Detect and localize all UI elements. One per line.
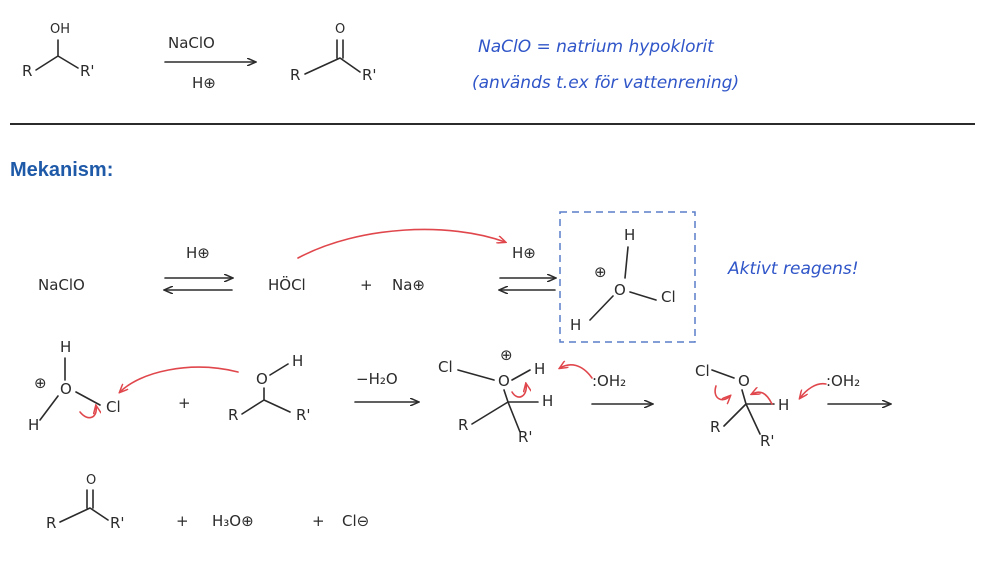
alcohol-r1-label: R' [80, 62, 95, 80]
row3-plus-1: + [176, 512, 189, 530]
ketone-o-label: O [335, 22, 345, 37]
final-ketone-r: R [46, 514, 56, 532]
water-1: :OH₂ [592, 372, 626, 390]
int1-h-on-o: H [534, 360, 545, 378]
ketone-bonds [304, 39, 361, 75]
int1-h-on-c: H [542, 392, 553, 410]
water-2: :OH₂ [826, 372, 860, 390]
int1-charge: ⊕ [500, 346, 513, 364]
alc-r1: R' [296, 406, 311, 424]
ketone-r1-label: R' [362, 66, 377, 84]
equilibrium-2-label: H⊕ [512, 244, 536, 262]
alc-h: H [292, 352, 303, 370]
intermediate-2: Cl O H R R' [695, 362, 789, 450]
alc-r: R [228, 406, 238, 424]
boxed-charge: ⊕ [594, 263, 607, 281]
equilibrium-arrow-1: H⊕ [165, 244, 232, 290]
naclo-reactant: NaClO [38, 276, 85, 294]
mechanism-heading: Mekanism: [10, 159, 113, 181]
r2-charge: ⊕ [34, 374, 47, 392]
alcohol-bonds [35, 39, 79, 71]
ketone-product: O R R' [290, 22, 377, 84]
naclo-usage-note: (används t.ex för vattenrening) [472, 73, 739, 93]
row3-plus-2: + [312, 512, 325, 530]
hocl-species: HÖCl [268, 275, 306, 294]
sodium-ion: Na⊕ [392, 276, 425, 294]
elimination-arrow [800, 382, 827, 398]
alcohol-row2: O H R R' [228, 352, 311, 424]
active-reagent-box: H ⊕ O Cl H [559, 211, 696, 343]
int2-o: O [738, 372, 750, 390]
water-base-1: :OH₂ [591, 372, 652, 404]
boxed-h-top: H [624, 226, 635, 244]
r2-o: O [60, 380, 72, 398]
boxed-cl: Cl [661, 288, 676, 306]
top-reaction-arrow: NaClO H⊕ [164, 34, 255, 92]
alcohol-oh-label: OH [50, 22, 70, 37]
boxed-o: O [614, 281, 626, 299]
boxed-h-left: H [570, 316, 581, 334]
int2-r1: R' [760, 432, 775, 450]
dehydration-arrow: −H₂O [354, 370, 418, 402]
int2-r: R [710, 418, 720, 436]
row2-plus: + [178, 394, 191, 412]
final-ketone: O R R' [46, 473, 125, 532]
alc-o: O [256, 370, 268, 388]
int1-o: O [498, 372, 510, 390]
starting-alcohol: OH R R' [22, 22, 95, 80]
protonation-arrow [297, 228, 505, 259]
water-base-2: :OH₂ [826, 372, 890, 404]
active-reagent-row2: H ⊕ O Cl H [28, 338, 121, 434]
top-arrow-catalyst: H⊕ [192, 74, 216, 92]
chloride-ion: Cl⊖ [342, 512, 369, 530]
alcohol-r-label: R [22, 62, 32, 80]
top-arrow-reagent: NaClO [168, 34, 215, 52]
final-ketone-r1: R' [110, 514, 125, 532]
int2-h-on-c: H [778, 396, 789, 414]
row1-plus: + [360, 276, 373, 294]
equilibrium-arrow-2: H⊕ [500, 244, 555, 290]
deprotonation-arrow [560, 365, 593, 379]
intermediate-1: Cl ⊕ O H H R R' [438, 346, 553, 446]
int1-r1: R' [518, 428, 533, 446]
r2-h-top: H [60, 338, 71, 356]
r2-cl: Cl [106, 398, 121, 416]
int2-cl: Cl [695, 362, 710, 380]
int1-cl: Cl [438, 358, 453, 376]
naclo-definition-note: NaClO = natrium hypoklorit [478, 37, 715, 57]
dehydration-label: −H₂O [356, 370, 398, 388]
int1-r: R [458, 416, 468, 434]
hydronium-ion: H₃O⊕ [212, 512, 254, 530]
ketone-r-label: R [290, 66, 300, 84]
equilibrium-1-label: H⊕ [186, 244, 210, 262]
nucleophilic-attack-arrow [120, 366, 239, 392]
active-reagent-note: Aktivt reagens! [727, 259, 859, 279]
final-ketone-o: O [86, 473, 96, 488]
r2-h-left: H [28, 416, 39, 434]
